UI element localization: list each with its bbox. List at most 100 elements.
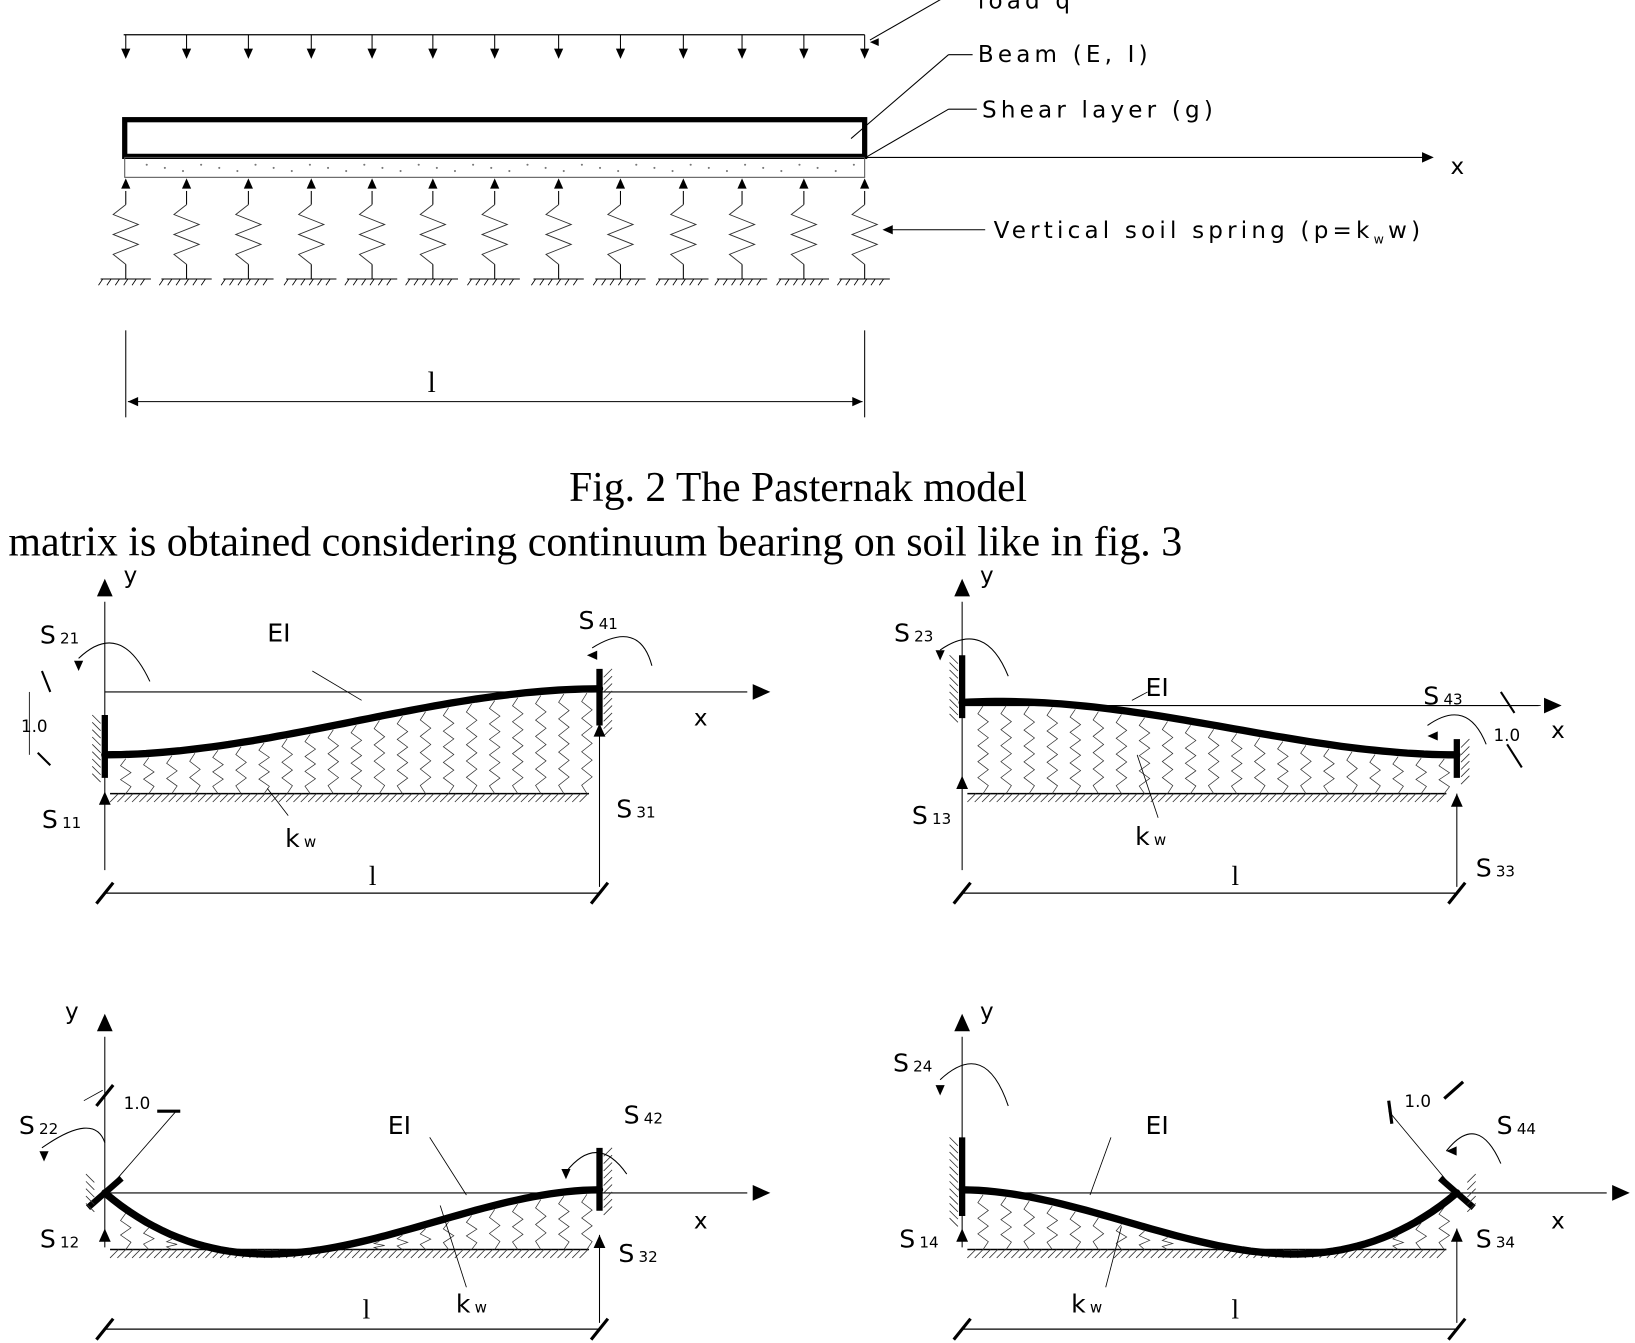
winkler-spring [1092, 711, 1105, 794]
soil-spring [480, 204, 509, 265]
winkler-spring [1138, 1230, 1151, 1250]
dimension-tick [589, 881, 610, 905]
stiffness-label-main: EI [388, 1111, 411, 1140]
shear-layer-dot [290, 169, 293, 173]
winkler-spring [558, 1196, 570, 1250]
soil-modulus-label-subscript: w [1090, 1298, 1102, 1316]
moment-label-right-subscript: 44 [1517, 1120, 1536, 1138]
load-arrow-head [678, 48, 688, 59]
length-label: l [1231, 1295, 1239, 1325]
x-axis-label: x [694, 1209, 708, 1235]
winkler-spring [235, 746, 247, 794]
winkler-spring [1161, 721, 1174, 794]
length-label: l [1231, 861, 1239, 891]
ground-hatch [492, 278, 498, 286]
x-axis-label: x [1551, 1209, 1565, 1235]
moment-label-left-subscript: 21 [60, 630, 79, 648]
winkler-spring [165, 1238, 178, 1250]
shear-layer-dot [526, 163, 529, 166]
shear-label-left-main: S [40, 1224, 56, 1253]
stiffness-label-main: EI [1146, 673, 1169, 702]
ground-hatch [731, 278, 737, 286]
deflected-beam [101, 685, 604, 759]
label-leader [1136, 754, 1159, 818]
label-leader [83, 1089, 103, 1102]
dimension-arrow-left [127, 397, 139, 407]
ground-hatch [564, 278, 570, 286]
load-leader-head [869, 38, 879, 47]
label-leader [429, 1137, 467, 1196]
soil-modulus-label-subscript: w [475, 1298, 487, 1316]
moment-arc [41, 1127, 106, 1149]
shear-label-right-main: S [616, 795, 632, 824]
ground-hatch [378, 278, 383, 286]
soil-spring [544, 204, 573, 265]
stiffness-label: EI [1146, 673, 1169, 702]
winkler-spring [419, 711, 432, 794]
ground-hatch [167, 278, 173, 286]
deflected-beam [101, 1186, 604, 1258]
winkler-spring [189, 753, 201, 794]
label-leader [104, 1110, 177, 1194]
y-axis-label: y [980, 999, 994, 1025]
winkler-spring [419, 1228, 432, 1250]
y-axis-label: y [980, 563, 994, 589]
soil-spring [850, 204, 879, 265]
shear-layer-dot [200, 163, 203, 166]
winkler-spring [1069, 1211, 1082, 1250]
ground-hatch [483, 278, 489, 286]
winkler-spring [488, 700, 501, 794]
load-arrow-head [243, 48, 253, 59]
ground-hatch [500, 278, 506, 286]
label-leader [1388, 1110, 1458, 1194]
spring-reaction-arrow [799, 178, 809, 189]
shear-label-left-subscript: 11 [62, 814, 81, 832]
y-axis-arrowhead [96, 578, 113, 597]
support-hatch [1460, 738, 1470, 785]
shear-layer-dot [453, 169, 457, 173]
shear-label-right-main: S [618, 1239, 634, 1268]
shear-label-right-main: S [1476, 853, 1492, 882]
winkler-spring [1000, 1197, 1013, 1250]
ground-hatch [430, 278, 436, 286]
moment-arrowhead [935, 650, 945, 661]
spring-reaction-arrow [367, 178, 377, 189]
unit-displacement-label-main: 1.0 [1404, 1091, 1431, 1111]
ground-hatch [601, 278, 607, 286]
winkler-spring [511, 1203, 524, 1250]
unit-tick [36, 751, 52, 767]
unit-tick [95, 1083, 115, 1107]
ground-hatch [862, 278, 868, 286]
ground-hatch [784, 278, 790, 286]
shear-layer-dot [598, 166, 602, 169]
winkler-spring [511, 697, 524, 794]
x-axis-label-main: x [1551, 718, 1565, 744]
winkler-spring [1000, 705, 1012, 794]
x-axis-arrowhead [752, 684, 771, 700]
ground-hatch [140, 278, 145, 286]
shear-layer-dot [580, 163, 583, 166]
winkler-spring [350, 724, 363, 794]
ground-hatch [175, 278, 181, 286]
ground-hatch [369, 278, 375, 286]
moment-arrowhead [74, 660, 84, 671]
ground-hatch [689, 278, 695, 286]
moment-label-left-main: S [893, 1048, 909, 1077]
unit-displacement-label: 1.0 [1404, 1091, 1431, 1111]
winkler-spring [166, 755, 178, 794]
winkler-spring [1184, 725, 1197, 794]
shear-layer-dot [725, 169, 728, 173]
support-hatch [603, 1147, 613, 1216]
y-axis-arrowhead [96, 1013, 113, 1032]
unit-displacement-label: 1.0 [124, 1093, 151, 1113]
load-leader [869, 0, 941, 41]
moment-arrowhead [39, 1151, 49, 1162]
shear-layer-dot [744, 163, 747, 166]
ground-hatch [192, 278, 198, 286]
label-leader [266, 788, 289, 816]
spring-reaction-arrow [860, 178, 870, 189]
dimension-tick [952, 1317, 972, 1341]
shear-layer-dot [181, 169, 185, 173]
shear-label-left-main: S [899, 1224, 915, 1253]
